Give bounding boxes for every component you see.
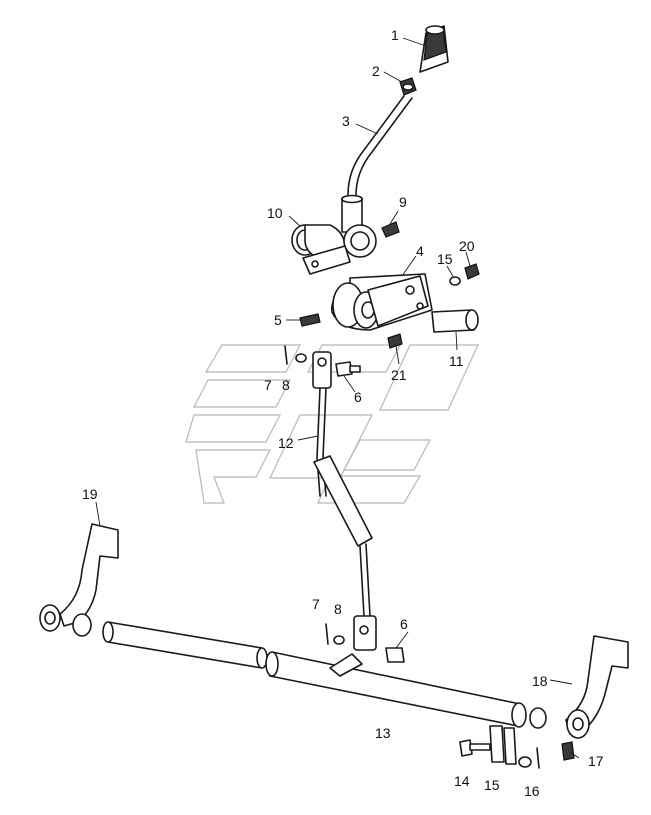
callout-17: 17 <box>588 753 604 769</box>
callout-7-bottom: 7 <box>312 596 320 612</box>
callout-15-bottom: 15 <box>484 777 500 793</box>
callout-13: 13 <box>375 725 391 741</box>
callout-6-bottom: 6 <box>400 616 408 632</box>
part-7-pin-top <box>284 345 288 365</box>
callout-19: 19 <box>82 486 98 502</box>
part-15-clevis <box>489 725 517 765</box>
part-17-spring <box>561 741 575 761</box>
part-4-pivot-plate <box>331 273 433 331</box>
part-6-bolt-top <box>335 361 361 377</box>
callout-1: 1 <box>391 27 399 43</box>
part-2-nut <box>399 77 417 96</box>
callout-7-top: 7 <box>264 377 272 393</box>
part-5-screw <box>299 313 321 327</box>
leader-lines <box>95 37 580 759</box>
left-shaft <box>72 613 268 669</box>
callout-12: 12 <box>278 435 294 451</box>
callout-15-top: 15 <box>437 251 453 267</box>
callout-2: 2 <box>372 63 380 79</box>
callout-16: 16 <box>524 783 540 799</box>
callout-18: 18 <box>532 673 548 689</box>
part-15-washer-top <box>449 276 461 286</box>
callout-14: 14 <box>454 773 470 789</box>
callout-3: 3 <box>342 113 350 129</box>
callout-11: 11 <box>449 353 464 369</box>
part-16-pin <box>536 747 540 769</box>
callout-20: 20 <box>459 238 475 254</box>
callout-labels: 1 2 3 9 10 4 20 15 5 11 21 7 8 6 12 19 7… <box>82 27 604 799</box>
part-8-washer-top <box>295 353 307 363</box>
part-20-nut <box>464 263 480 280</box>
callout-6-top: 6 <box>354 389 362 405</box>
callout-21: 21 <box>391 367 407 383</box>
callout-9: 9 <box>399 194 407 210</box>
callout-8-top: 8 <box>282 377 290 393</box>
callout-5: 5 <box>274 312 282 328</box>
part-1-knob <box>419 25 449 73</box>
part-8-washer-bottom <box>333 635 345 645</box>
part-7-pin-bottom <box>325 623 329 645</box>
part-14-bolt <box>459 739 491 757</box>
part-18-right-bracket <box>565 635 629 739</box>
callout-8-bottom: 8 <box>334 601 342 617</box>
callout-4: 4 <box>416 243 424 259</box>
part-6-bolt-bottom <box>385 647 405 663</box>
part-3-lever <box>341 95 413 233</box>
part-13-tube <box>265 651 547 729</box>
part-11-pin <box>431 309 479 333</box>
callout-10: 10 <box>267 205 283 221</box>
part-9-screw <box>381 221 400 238</box>
part-12-linkage-rod <box>312 351 377 651</box>
part-15-washer-bottom <box>518 756 532 768</box>
part-10-bracket <box>291 224 377 275</box>
part-21-bolt <box>387 333 403 349</box>
